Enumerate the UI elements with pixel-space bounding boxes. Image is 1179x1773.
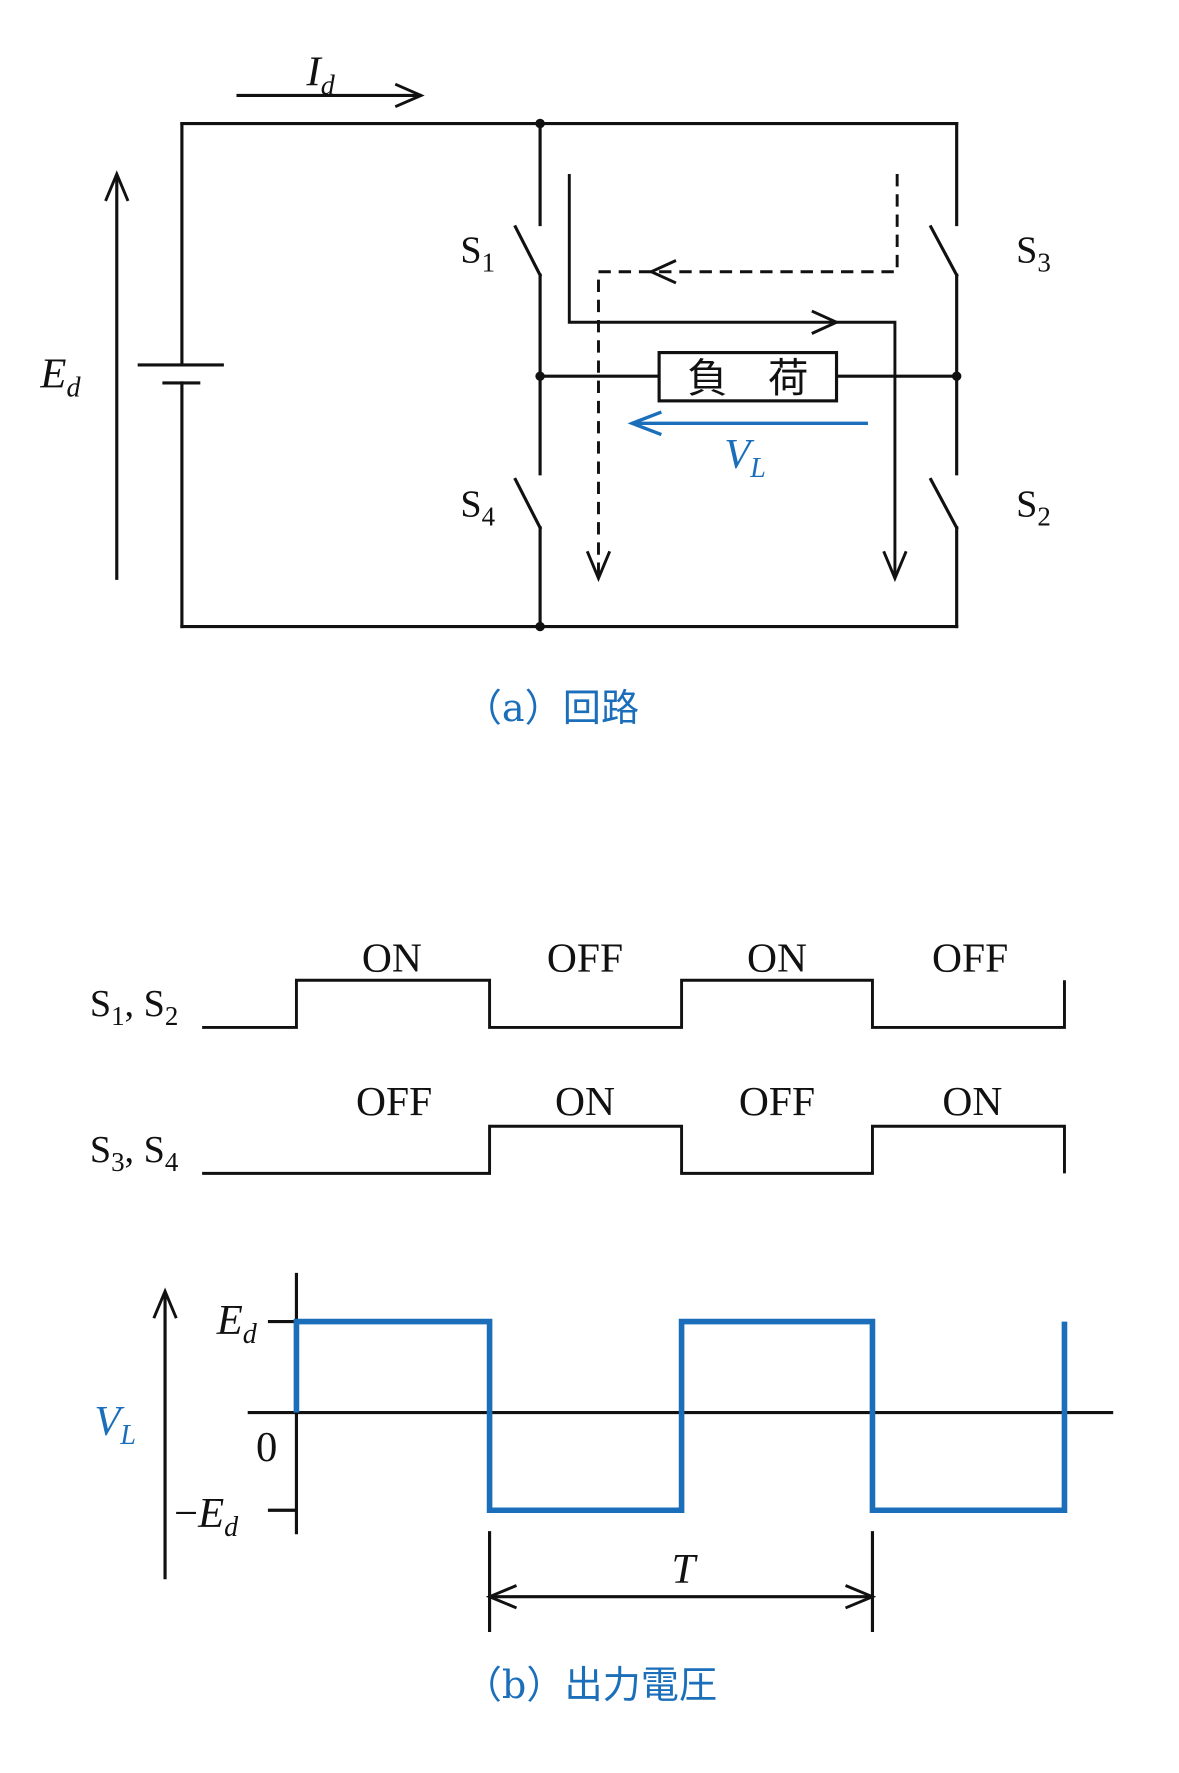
junction-dot-bottom-left	[535, 621, 545, 632]
load-voltage-subscript: L	[749, 453, 766, 484]
switch-s4-blade	[513, 477, 543, 530]
period-label: T	[671, 1546, 698, 1593]
switch-s1-label: S1	[460, 230, 495, 278]
timing-row2-state-1: OFF	[356, 1078, 432, 1124]
source-ed-subscript: d	[66, 372, 81, 403]
current-path-s3-s4-end-arrowhead	[585, 550, 612, 583]
source-ed-symbol: E	[39, 350, 66, 397]
switch-s1-subscript: 1	[482, 248, 495, 278]
load-label: 負 荷	[687, 354, 808, 402]
timing-row2-label-separator: ,	[125, 1129, 144, 1171]
output-level-high-label: Ed	[216, 1297, 258, 1350]
switch-s2-symbol: S	[1016, 484, 1037, 526]
switch-s3-subscript: 3	[1037, 248, 1050, 278]
caption-circuit: （a）回路	[464, 687, 639, 731]
timing-row1-label-a-subscript: 1	[111, 1001, 124, 1031]
switch-s2-subscript: 2	[1037, 502, 1050, 532]
timing-row1-waveform	[202, 978, 1066, 1029]
junction-dot-load-left	[535, 371, 545, 381]
timing-row1-label-b: S	[144, 983, 165, 1025]
timing-row1-state-2: OFF	[547, 934, 623, 980]
switch-s3-symbol: S	[1016, 230, 1037, 272]
current-path-s3-s4-mid-arrowhead	[647, 259, 677, 285]
load-box	[657, 351, 839, 403]
switch-s1-blade	[513, 224, 543, 278]
timing-row2-label-a: S	[90, 1129, 111, 1171]
output-y-arrowhead	[152, 1287, 178, 1319]
switch-s1-symbol: S	[460, 230, 481, 272]
timing-row1-state-4: OFF	[932, 934, 1008, 980]
period-arrowhead-left	[485, 1584, 518, 1610]
timing-row2-label-b: S	[144, 1129, 165, 1171]
switch-s4-symbol: S	[460, 484, 481, 526]
switch-s4-subscript: 4	[482, 502, 496, 532]
period-arrowhead-right	[844, 1584, 877, 1610]
timing-row2-state-4: ON	[942, 1078, 1002, 1124]
timing-row1-state-3: ON	[747, 934, 807, 980]
timing-row1-label: S1, S2	[90, 983, 178, 1031]
current-id-symbol: I	[306, 48, 323, 95]
timing-row2-state-3: OFF	[739, 1078, 815, 1124]
timing-row1-label-b-subscript: 2	[165, 1001, 178, 1031]
output-level-high-symbol: E	[216, 1297, 243, 1344]
output-voltage-waveform	[293, 1318, 1068, 1514]
output-level-low-label: −Ed	[174, 1490, 239, 1543]
timing-row2-state-2: ON	[555, 1078, 615, 1124]
timing-row2-waveform	[202, 1124, 1066, 1175]
current-path-s3-s4	[597, 174, 899, 577]
current-id-label: Id	[306, 48, 336, 101]
junction-dot-top-left	[535, 118, 545, 129]
output-y-axis-symbol: V	[94, 1398, 125, 1445]
output-level-high-subscript: d	[243, 1319, 258, 1350]
timing-row1-state-1: ON	[362, 934, 422, 980]
output-level-zero-label: 0	[256, 1424, 277, 1471]
circuit-diagram: 負 荷 Id Ed S1 S3 S4 S2	[39, 48, 1050, 731]
current-path-s1-s2-end-arrowhead	[882, 550, 908, 583]
timing-row1-label-separator: ,	[125, 983, 144, 1025]
switch-s4-label: S4	[460, 484, 495, 532]
current-path-s1-s2-mid-arrowhead	[811, 309, 841, 335]
timing-row2-label: S3, S4	[90, 1129, 179, 1177]
load-voltage-symbol: V	[724, 431, 755, 478]
switch-s3-blade	[928, 224, 959, 278]
timing-row2-label-a-subscript: 3	[111, 1147, 124, 1177]
timing-diagram: S1, S2 ON OFF ON OFF S3, S4 OFF ON OFF O…	[90, 934, 1066, 1177]
switch-s2-blade	[928, 477, 959, 530]
timing-row1-label-a: S	[90, 983, 111, 1025]
timing-row2-label-b-subscript: 4	[165, 1147, 179, 1177]
switch-s2-label: S2	[1016, 484, 1051, 532]
current-path-s1-s2	[567, 174, 897, 577]
source-ed-label: Ed	[39, 350, 81, 403]
switch-s3-label: S3	[1016, 230, 1051, 278]
current-id-arrowhead	[394, 82, 425, 109]
output-voltage-plot: VL Ed 0 −Ed T （b）出力電圧	[94, 1272, 1114, 1708]
output-level-low-sign: −	[174, 1490, 198, 1537]
output-y-axis-label: VL	[94, 1398, 136, 1451]
load-voltage-label: VL	[724, 431, 766, 484]
output-level-low-symbol: E	[197, 1490, 224, 1537]
caption-output-voltage: （b）出力電圧	[464, 1664, 717, 1708]
source-ed-arrowhead	[104, 170, 130, 202]
junction-dot-load-right	[951, 371, 962, 381]
output-y-axis-subscript: L	[119, 1420, 136, 1451]
load-voltage-arrowhead	[627, 410, 662, 437]
output-level-low-subscript: d	[224, 1512, 239, 1543]
current-id-subscript: d	[321, 70, 336, 101]
